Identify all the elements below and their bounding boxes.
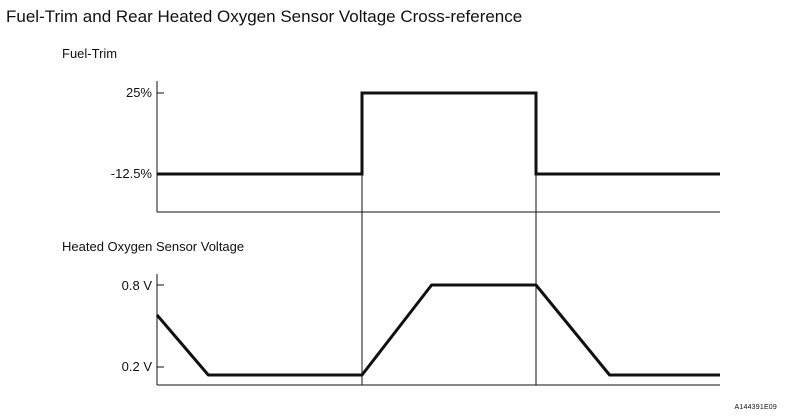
fuel-trim-panel-label: Fuel-Trim (62, 46, 118, 61)
fuel-trim-tick-label-low: -12.5% (110, 166, 152, 181)
oxygen-sensor-voltage-trace (155, 283, 720, 377)
fuel-trim-trace (157, 91, 720, 176)
fuel-trim-tick-label-high: 25% (125, 85, 152, 100)
voltage-tick-label-high: 0.8 V (121, 278, 152, 293)
diagram-title: Fuel-Trim and Rear Heated Oxygen Sensor … (6, 7, 523, 26)
voltage-panel-label: Heated Oxygen Sensor Voltage (62, 239, 245, 254)
figure-id: A144391E09 (734, 404, 777, 411)
voltage-tick-label-low: 0.2 V (121, 359, 152, 374)
